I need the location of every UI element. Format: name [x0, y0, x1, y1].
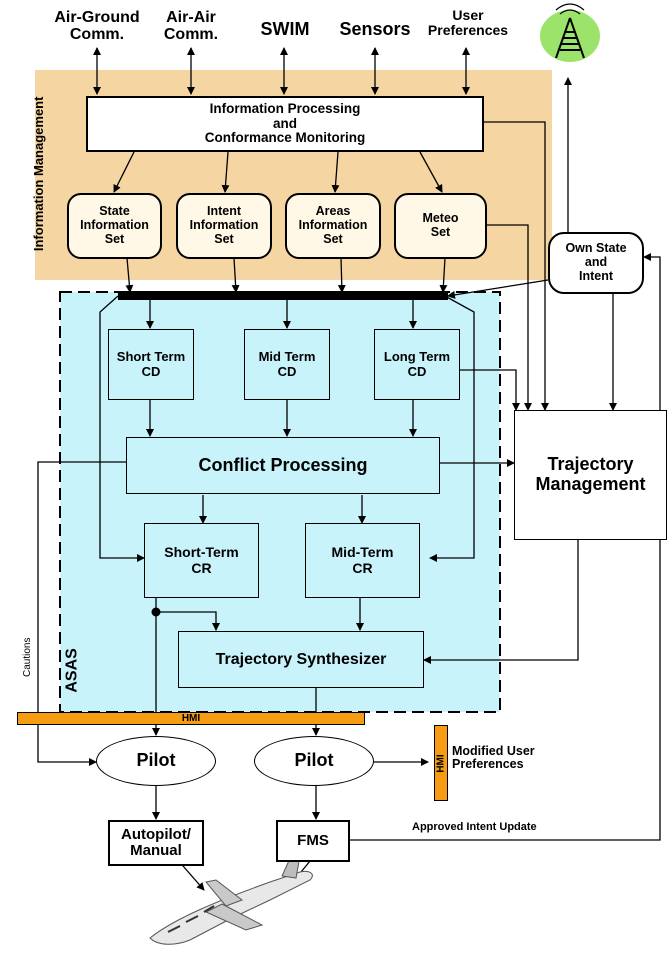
- hmi-bar: HMI: [17, 712, 365, 725]
- data-bus: [118, 291, 448, 300]
- info-processing-box: Information Processing and Conformance M…: [86, 96, 484, 152]
- aircraft-icon: [149, 853, 313, 945]
- junction-dot: [151, 607, 161, 617]
- user-preferences-label: User Preferences: [427, 7, 509, 38]
- autopilot-manual-box: Autopilot/ Manual: [108, 820, 204, 866]
- areas-information-set: Areas Information Set: [285, 193, 381, 259]
- pilot-right-ellipse: Pilot: [254, 736, 374, 786]
- cautions-label: Cautions: [21, 637, 33, 677]
- state-information-set: State Information Set: [67, 193, 162, 259]
- hmi-vertical-label: HMI: [435, 753, 447, 773]
- own-state-and-intent: Own State and Intent: [548, 232, 644, 294]
- hmi-vertical-bar: HMI: [434, 725, 448, 801]
- meteo-set: Meteo Set: [394, 193, 487, 259]
- conflict-processing-box: Conflict Processing: [126, 437, 440, 494]
- asas-section-label: ASAS: [63, 648, 81, 693]
- radio-tower-icon: [540, 3, 600, 62]
- short-term-cd-box: Short Term CD: [108, 329, 194, 400]
- mid-term-cr-box: Mid-Term CR: [305, 523, 420, 598]
- swim-label: SWIM: [260, 19, 310, 39]
- info-management-section-label: Information Management: [31, 96, 47, 252]
- trajectory-synthesizer-box: Trajectory Synthesizer: [178, 631, 424, 688]
- mid-term-cd-box: Mid Term CD: [244, 329, 330, 400]
- trajectory-management-box: Trajectory Management: [514, 410, 667, 540]
- air-air-comm-label: Air-Air Comm.: [163, 9, 219, 43]
- intent-information-set: Intent Information Set: [176, 193, 272, 259]
- short-term-cr-box: Short-Term CR: [144, 523, 259, 598]
- fms-box: FMS: [276, 820, 350, 862]
- sensors-label: Sensors: [339, 19, 411, 39]
- approved-intent-update-label: Approved Intent Update: [412, 821, 537, 833]
- pilot-left-ellipse: Pilot: [96, 736, 216, 786]
- air-ground-comm-label: Air-Ground Comm.: [54, 9, 140, 43]
- modified-user-preferences-label: Modified User Preferences: [452, 744, 535, 772]
- long-term-cd-box: Long Term CD: [374, 329, 460, 400]
